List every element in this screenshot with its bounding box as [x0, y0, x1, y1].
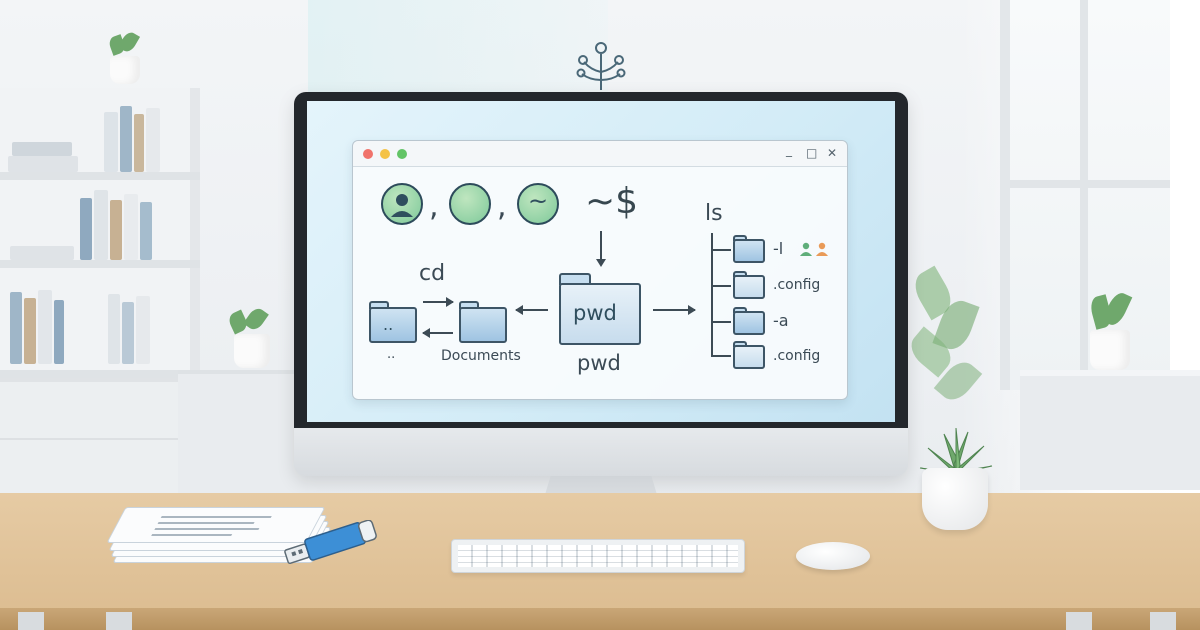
pwd-folder-label: pwd: [573, 301, 617, 325]
ls-entry-folder-icon: [733, 341, 765, 369]
bookshelf: [0, 88, 200, 378]
minimize-dot[interactable]: [380, 149, 390, 159]
ls-tree-trunk: [711, 233, 713, 357]
minimize-button[interactable]: _: [786, 143, 792, 157]
cd-arrow-forward: [423, 297, 454, 307]
blank-circle-icon: [449, 183, 491, 225]
ls-entry-folder-icon: [733, 235, 765, 263]
parent-folder-glyph: ..: [383, 315, 394, 334]
prompt-symbol: ~$: [585, 181, 639, 222]
separator-comma-1: ,: [429, 189, 439, 224]
low-cabinet: [0, 378, 200, 498]
documents-folder-icon: [459, 301, 507, 343]
ls-tree-branch: [711, 321, 731, 323]
desk-edge: [0, 608, 1200, 630]
computer-mouse: [796, 542, 870, 570]
room-window: [1000, 0, 1170, 390]
desk-leg: [18, 612, 44, 630]
keyboard: [451, 539, 745, 573]
parent-folder-icon: ..: [369, 301, 417, 343]
close-dot[interactable]: [363, 149, 373, 159]
terminal-window: _ □ ✕ , , ~ ~$ cd .. .. Documents pwd pw…: [352, 140, 848, 400]
documents-caption: Documents: [441, 348, 521, 364]
desk-leg: [1066, 612, 1092, 630]
arrow-pwd-to-documents: [515, 305, 548, 315]
side-cabinet: [178, 370, 308, 500]
arrow-pwd-to-ls: [653, 305, 696, 315]
ls-label: ls: [705, 201, 723, 226]
cd-arrow-back: [422, 328, 453, 338]
separator-comma-2: ,: [497, 189, 507, 224]
ls-entry-label: .config: [773, 277, 821, 293]
monitor-chin: [294, 428, 908, 476]
maximize-dot[interactable]: [397, 149, 407, 159]
ls-entry-label: .config: [773, 348, 821, 364]
users-icon: [800, 242, 828, 256]
ls-entry-folder-icon: [733, 271, 765, 299]
ls-tree-branch: [711, 249, 731, 251]
usb-drive-icon: [284, 520, 377, 564]
maximize-button[interactable]: □: [806, 146, 818, 160]
tree-network-icon: [576, 42, 626, 90]
close-button[interactable]: ✕: [827, 146, 838, 160]
tilde-circle-icon: ~: [517, 183, 559, 225]
pwd-folder-icon: pwd: [559, 273, 641, 345]
ls-tree-branch: [711, 355, 731, 357]
tilde-glyph: ~: [528, 187, 549, 215]
desk-leg: [106, 612, 132, 630]
ls-entry-label: -a: [773, 311, 789, 330]
light-beam: [308, 0, 608, 100]
ls-entry-label: -l: [773, 239, 784, 258]
terminal-titlebar: _ □ ✕: [353, 141, 847, 167]
window-sill: [1020, 370, 1200, 490]
parent-folder-caption: ..: [387, 347, 396, 362]
ls-entry-folder-icon: [733, 307, 765, 335]
desk-leg: [1150, 612, 1176, 630]
user-avatar-icon: [381, 183, 423, 225]
arrow-prompt-to-pwd: [596, 231, 606, 267]
ls-tree-branch: [711, 285, 731, 287]
cd-label: cd: [419, 261, 446, 286]
pwd-caption: pwd: [577, 351, 621, 375]
